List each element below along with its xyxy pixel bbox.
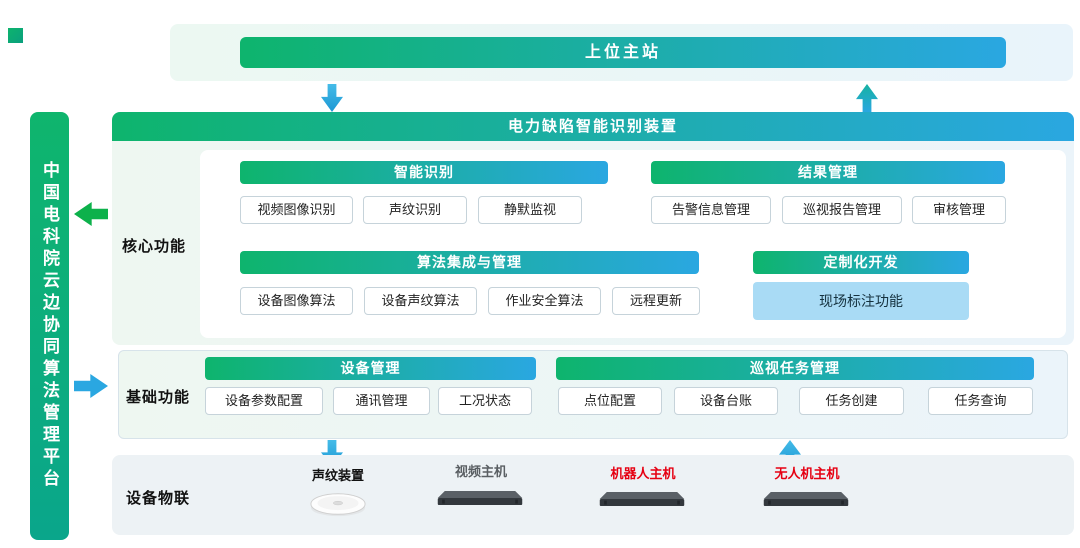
item-voiceprint-recognition: 声纹识别 [363,196,467,224]
server-icon [763,491,849,507]
server-icon [599,491,685,507]
item-silent-monitoring: 静默监视 [478,196,582,224]
device-iot-container [112,455,1074,535]
platform-label: 中国电科院云边协同算法管理平台 [40,161,59,491]
item-device-ledger: 设备台账 [674,387,778,415]
item-operation-safety-algorithm: 作业安全算法 [488,287,601,315]
iot-section-label: 设备物联 [126,490,191,507]
item-audit-management: 审核管理 [912,196,1006,224]
device-video-host-label: 视频主机 [454,464,507,479]
group-header-intelligent-recognition: 智能识别 [240,161,608,184]
item-point-config: 点位配置 [558,387,662,415]
item-device-param-config: 设备参数配置 [205,387,323,415]
platform-sidebar: 中国电科院云边协同算法管理平台 [30,112,69,540]
item-onsite-annotation: 现场标注功能 [753,282,969,320]
device-title: 电力缺陷智能识别装置 [112,112,1074,141]
basic-section-label: 基础功能 [126,389,191,406]
voiceprint-disc-icon [310,493,366,517]
item-alarm-info-management: 告警信息管理 [651,196,771,224]
item-working-condition-status: 工况状态 [438,387,532,415]
device-uav-host-label: 无人机主机 [774,466,840,481]
group-header-algorithm-integration: 算法集成与管理 [240,251,699,274]
corner-decor [8,28,23,43]
item-remote-update: 远程更新 [612,287,700,315]
arrow-up-icon [856,84,878,112]
item-task-create: 任务创建 [799,387,904,415]
item-task-query: 任务查询 [928,387,1033,415]
item-device-image-algorithm: 设备图像算法 [240,287,353,315]
item-inspection-report-management: 巡视报告管理 [782,196,902,224]
arrow-left-icon [74,202,108,226]
item-comm-management: 通讯管理 [333,387,430,415]
device-robot-host-label: 机器人主机 [610,466,676,481]
upper-master-station: 上位主站 [240,37,1006,68]
arrow-right-icon [74,374,108,398]
device-voiceprint-label: 声纹装置 [311,468,364,483]
server-icon [437,490,523,506]
group-header-custom-development: 定制化开发 [753,251,969,274]
item-video-image-recognition: 视频图像识别 [240,196,353,224]
group-header-result-management: 结果管理 [651,161,1005,184]
group-header-inspection-task-management: 巡视任务管理 [556,357,1034,380]
core-section-label: 核心功能 [122,238,187,255]
arrow-down-icon [321,84,343,112]
item-device-voiceprint-algorithm: 设备声纹算法 [364,287,477,315]
group-header-device-management: 设备管理 [205,357,536,380]
